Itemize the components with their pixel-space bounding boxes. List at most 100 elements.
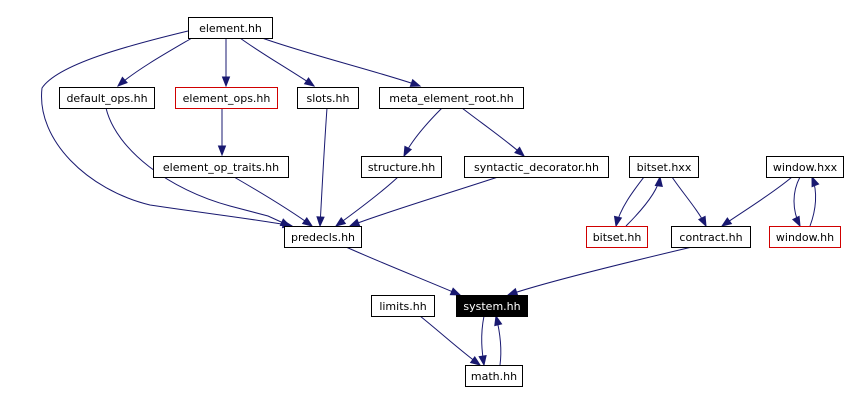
- node-box: [586, 226, 648, 248]
- node-structure[interactable]: structure.hh: [361, 156, 442, 178]
- edge-element_ops-to-element_op_traits: [217, 108, 227, 157]
- edge-line: [625, 176, 661, 227]
- edge-element-to-default_ops: [116, 37, 193, 87]
- edge-math-to-system: [494, 314, 503, 366]
- edge-window_hxx-to-contract: [720, 176, 793, 227]
- edge-line: [349, 176, 499, 227]
- node-label: bitset.hxx: [637, 161, 692, 174]
- arrowhead-icon: [613, 215, 623, 228]
- arrowhead-icon: [301, 216, 314, 227]
- node-box: [465, 365, 523, 387]
- node-box: [297, 87, 359, 109]
- node-label: window.hh: [776, 231, 834, 244]
- node-box: [379, 87, 524, 109]
- edge-limits-to-math: [419, 315, 482, 366]
- node-label: limits.hh: [379, 300, 426, 313]
- arrowhead-icon: [334, 216, 347, 227]
- edge-slots-to-predecls: [316, 107, 328, 228]
- node-label: window.hxx: [773, 161, 838, 174]
- node-box: [629, 156, 699, 178]
- edge-window_hxx-to-window_hh: [791, 176, 801, 228]
- edge-line: [345, 246, 461, 296]
- edge-element-to-predecls: [41, 30, 294, 229]
- edge-line: [461, 107, 525, 157]
- node-label: bitset.hh: [593, 231, 642, 244]
- node-box: [766, 156, 844, 178]
- node-slots[interactable]: slots.hh: [297, 87, 359, 109]
- edge-bitset_hh-to-bitset_hxx: [625, 175, 663, 227]
- node-bitset-hh[interactable]: bitset.hh: [586, 226, 648, 248]
- edge-syntactic_decorator-to-predecls: [348, 176, 499, 227]
- edge-meta_element_root-to-structure: [403, 107, 443, 158]
- arrowhead-icon: [116, 76, 128, 87]
- arrowhead-icon: [811, 175, 820, 188]
- arrowhead-icon: [303, 77, 316, 87]
- node-element[interactable]: element.hh: [188, 17, 273, 39]
- edge-line: [117, 37, 193, 87]
- node-label: slots.hh: [306, 92, 349, 105]
- node-element-op-traits[interactable]: element_op_traits.hh: [153, 156, 289, 178]
- edge-line: [419, 315, 481, 366]
- arrowhead-icon: [316, 216, 325, 228]
- arrowhead-icon: [217, 145, 227, 157]
- node-meta-element-root[interactable]: meta_element_root.hh: [379, 87, 524, 109]
- node-box: [456, 295, 528, 317]
- edge-bitset_hxx-to-bitset_hh: [613, 176, 645, 228]
- edge-element-to-slots: [239, 37, 316, 87]
- node-element-ops[interactable]: element_ops.hh: [175, 87, 278, 109]
- arrowhead-icon: [654, 175, 663, 187]
- arrowhead-icon: [494, 314, 503, 327]
- node-label: meta_element_root.hh: [389, 92, 513, 105]
- arrowhead-icon: [403, 145, 413, 158]
- node-box: [59, 87, 155, 109]
- edge-element-to-meta_element_root: [261, 37, 422, 87]
- node-label: syntactic_decorator.hh: [474, 161, 599, 174]
- arrowhead-icon: [514, 146, 526, 157]
- node-label: default_ops.hh: [66, 92, 147, 105]
- edge-bitset_hxx-to-contract: [671, 176, 707, 228]
- arrowhead-icon: [279, 218, 292, 227]
- node-math[interactable]: math.hh: [465, 365, 523, 387]
- arrowhead-icon: [221, 76, 231, 88]
- edge-structure-to-predecls: [334, 176, 399, 227]
- node-box: [175, 87, 278, 109]
- edge-window_hh-to-window_hxx: [809, 175, 820, 227]
- edge-system-to-math: [478, 315, 487, 367]
- node-default-ops[interactable]: default_ops.hh: [59, 87, 155, 109]
- node-label: predecls.hh: [291, 231, 355, 244]
- node-limits[interactable]: limits.hh: [371, 295, 435, 317]
- node-label: system.hh: [463, 300, 520, 313]
- arrowhead-icon: [478, 354, 487, 367]
- node-box: [188, 17, 273, 39]
- node-bitset-hxx[interactable]: bitset.hxx: [629, 156, 699, 178]
- node-box: [769, 226, 841, 248]
- arrowhead-icon: [469, 356, 482, 366]
- edge-line: [319, 107, 328, 227]
- arrowhead-icon: [720, 217, 733, 227]
- node-box: [371, 295, 435, 317]
- edge-line: [261, 37, 421, 87]
- edge-predecls-to-system: [345, 246, 462, 296]
- node-system[interactable]: system.hh: [456, 295, 528, 317]
- node-label: contract.hh: [679, 231, 742, 244]
- node-contract[interactable]: contract.hh: [671, 226, 751, 248]
- node-syntactic-decorator[interactable]: syntactic_decorator.hh: [464, 156, 609, 178]
- edge-element-to-element_ops: [221, 38, 231, 88]
- node-window-hh[interactable]: window.hh: [769, 226, 841, 248]
- node-label: element_ops.hh: [183, 92, 271, 105]
- node-box: [153, 156, 289, 178]
- edge-line: [41, 30, 293, 227]
- node-window-hxx[interactable]: window.hxx: [766, 156, 844, 178]
- node-box: [284, 226, 362, 248]
- edge-element_op_traits-to-predecls: [233, 176, 314, 227]
- node-box: [464, 156, 609, 178]
- arrowhead-icon: [506, 287, 519, 296]
- arrowhead-icon: [791, 215, 801, 228]
- node-predecls[interactable]: predecls.hh: [284, 226, 362, 248]
- edge-line: [721, 176, 793, 227]
- arrowhead-icon: [409, 78, 422, 87]
- node-box: [671, 226, 751, 248]
- node-label: element.hh: [199, 22, 262, 35]
- node-label: element_op_traits.hh: [163, 161, 279, 174]
